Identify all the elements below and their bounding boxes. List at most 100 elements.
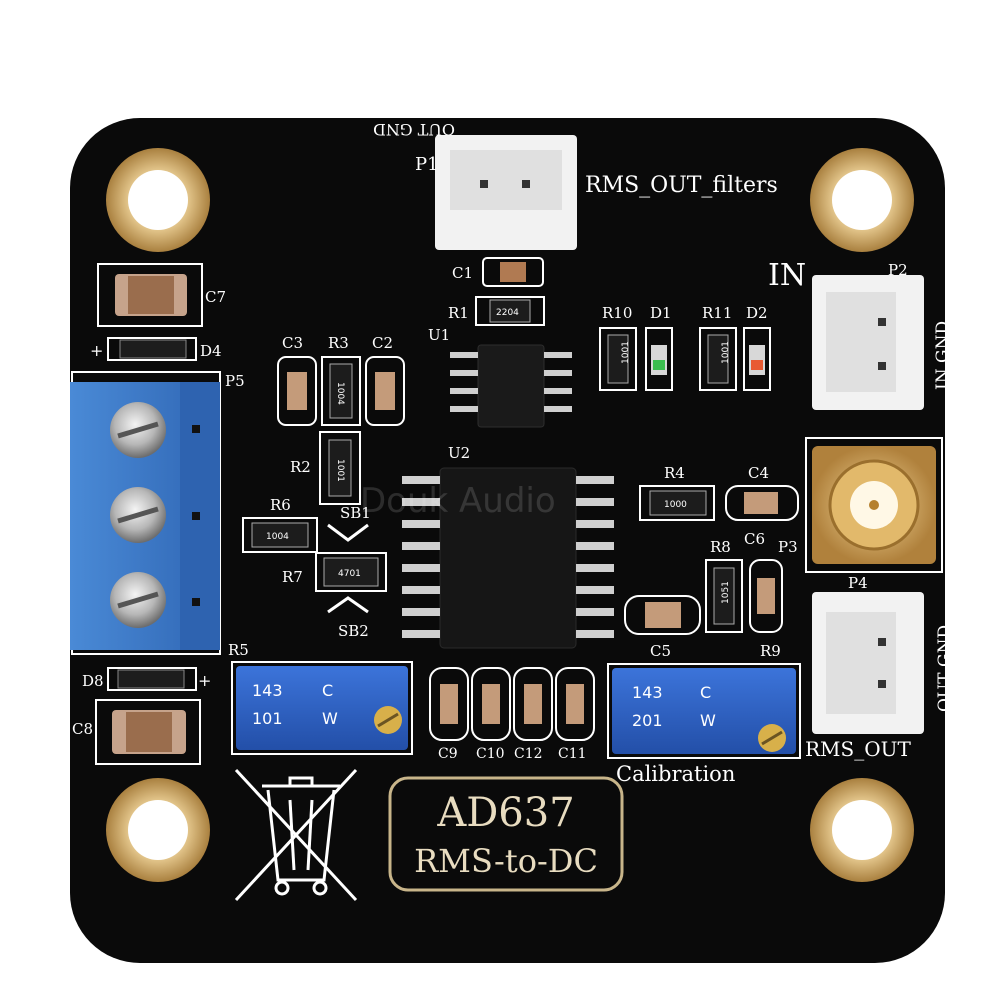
- c7-ref: C7: [205, 288, 226, 306]
- r9-ref: R9: [760, 642, 781, 660]
- capacitor-c3: [287, 372, 307, 410]
- diode-d8: [117, 669, 185, 689]
- c10-ref: C10: [476, 746, 505, 762]
- r6-marking: 1004: [266, 532, 289, 542]
- c4-ref: C4: [748, 464, 769, 482]
- r5-ref: R5: [228, 641, 249, 659]
- c11-ref: C11: [558, 746, 587, 762]
- capacitor-c6: [757, 578, 775, 614]
- r8-marking: 1051: [721, 581, 731, 604]
- d4-plus: +: [90, 341, 103, 360]
- resistor-r1: [489, 299, 531, 323]
- r7-marking: 4701: [338, 569, 361, 579]
- mounting-hole-top-right: [810, 148, 914, 252]
- capacitor-row: [429, 667, 595, 741]
- capacitor-c10: [482, 684, 500, 724]
- solder-bridge-sb1: [327, 523, 369, 542]
- c8-ref: C8: [72, 720, 93, 738]
- r5-marking-c: C: [322, 681, 333, 700]
- c1-ref: C1: [452, 264, 473, 282]
- chip-name-label: AD637: [436, 790, 574, 836]
- u1-ref: U1: [428, 326, 450, 344]
- d8-ref: D8: [82, 672, 104, 690]
- r5-marking-w: W: [322, 709, 338, 728]
- p2-ref: P2: [888, 261, 908, 279]
- capacitor-c11: [566, 684, 584, 724]
- r3-marking: 1004: [335, 382, 345, 405]
- p3-ref: P3: [778, 538, 798, 556]
- capacitor-c2: [375, 372, 395, 410]
- capacitor-c5: [645, 602, 681, 628]
- c9-ref: C9: [438, 746, 458, 762]
- r9-marking-c: C: [700, 683, 711, 702]
- connector-p1: [435, 135, 577, 250]
- r2-marking: 1001: [335, 459, 345, 482]
- r4-ref: R4: [664, 464, 685, 482]
- r11-marking: 1001: [721, 341, 731, 364]
- mounting-hole-top-left: [106, 148, 210, 252]
- capacitor-c4: [744, 492, 778, 514]
- trimmer-potentiometer-r5: [231, 661, 413, 755]
- p4-pin-label: OUT GND: [935, 625, 955, 712]
- r4-marking: 1000: [664, 500, 687, 510]
- resistor-r11: [707, 334, 729, 384]
- mounting-hole-bottom-right: [810, 778, 914, 882]
- watermark-text: Douk Audio: [360, 481, 556, 521]
- function-label: RMS-to-DC: [414, 842, 598, 880]
- rms-out-label: RMS_OUT: [805, 737, 911, 761]
- screw-terminal-p5: [70, 371, 221, 655]
- p1-ref-label: P1: [415, 154, 439, 175]
- r5-marking-line1: 143: [252, 681, 283, 700]
- capacitor-c1: [500, 262, 526, 282]
- calibration-label: Calibration: [616, 762, 735, 786]
- p2-pin-label: IN GND: [933, 321, 953, 390]
- chip-u1: [450, 344, 572, 428]
- c2-ref: C2: [372, 334, 393, 352]
- r8-ref: R8: [710, 538, 731, 556]
- connector-p2: [812, 275, 924, 410]
- resistor-r6: [251, 522, 309, 548]
- r10-ref: R10: [602, 304, 632, 322]
- solder-bridge-sb2: [327, 596, 369, 614]
- r10-marking: 1001: [621, 341, 631, 364]
- chip-u2-ad637: [402, 467, 614, 649]
- u2-ref: U2: [448, 444, 470, 462]
- c6-ref: C6: [744, 530, 765, 548]
- label-box: [388, 776, 624, 892]
- r9-marking-line1: 143: [632, 683, 663, 702]
- p1-name-label: RMS_OUT_filters: [585, 173, 778, 198]
- d1-ref: D1: [650, 304, 672, 322]
- c12-ref: C12: [514, 746, 543, 762]
- p1-pin-label: OUT GND: [373, 120, 455, 139]
- capacitor-c9: [440, 684, 458, 724]
- p2-name-label: IN: [768, 258, 806, 293]
- r9-marking-w: W: [700, 711, 716, 730]
- p4-ref: P4: [848, 574, 868, 592]
- p5-ref: P5: [225, 372, 245, 390]
- connector-rms-out: [812, 592, 924, 734]
- r3-ref: R3: [328, 334, 349, 352]
- d4-ref: D4: [200, 342, 222, 360]
- sb1-ref: SB1: [340, 504, 371, 522]
- d2-ref: D2: [746, 304, 768, 322]
- capacitor-c12: [524, 684, 542, 724]
- resistor-r8: [713, 567, 735, 625]
- r7-ref: R7: [282, 568, 303, 586]
- resistor-r7: [323, 557, 379, 587]
- diode-d4: [119, 339, 187, 359]
- c3-ref: C3: [282, 334, 303, 352]
- trimmer-potentiometer-r9: [607, 663, 801, 759]
- resistor-r4: [649, 490, 707, 516]
- resistor-r3: [329, 363, 353, 419]
- r2-ref: R2: [290, 458, 311, 476]
- r9-marking-line3: 201: [632, 711, 663, 730]
- d8-plus: +: [198, 671, 211, 690]
- sb2-ref: SB2: [338, 622, 369, 640]
- r6-ref: R6: [270, 496, 291, 514]
- weee-recycle-bin-icon: [234, 768, 358, 902]
- r1-marking: 2204: [496, 308, 519, 318]
- mounting-hole-bottom-left: [106, 778, 210, 882]
- resistor-r2: [328, 439, 352, 497]
- r11-ref: R11: [702, 304, 732, 322]
